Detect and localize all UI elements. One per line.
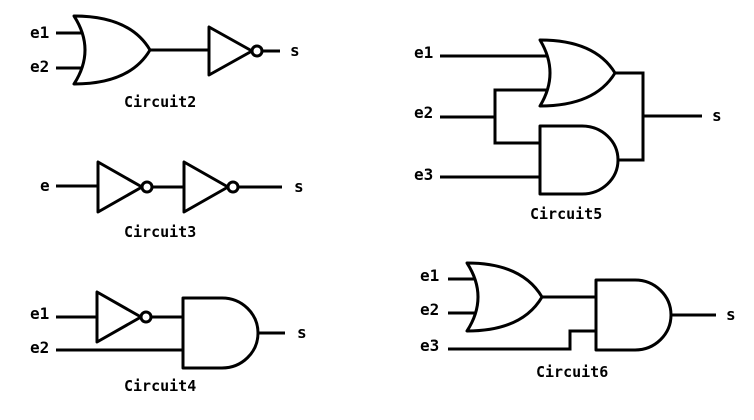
circuit3-not-bubble-1 xyxy=(140,180,154,194)
circuit5-output-label: s xyxy=(712,106,722,125)
circuit2-not-bubble xyxy=(250,44,264,58)
circuit6-wire-e3 xyxy=(448,329,596,351)
circuit3-not-bubble-2 xyxy=(226,180,240,194)
circuit6-input-e2-label: e2 xyxy=(420,300,439,319)
circuit5-wire-merge xyxy=(615,71,645,162)
circuit4-not-gate xyxy=(95,290,143,344)
circuit3-caption: Circuit3 xyxy=(124,223,196,241)
circuit5-or-gate xyxy=(538,38,617,108)
circuit6-and-gate xyxy=(594,278,673,352)
circuit6-input-e1-label: e1 xyxy=(420,266,439,285)
circuit2-input-e2-label: e2 xyxy=(30,57,49,76)
circuit2-not-gate xyxy=(207,25,254,77)
circuit4-output-label: s xyxy=(297,323,307,342)
circuit5-input-e2-label: e2 xyxy=(414,103,433,122)
circuit5-input-e3-label: e3 xyxy=(414,165,433,184)
circuit4-input-e2-label: e2 xyxy=(30,338,49,357)
circuit4-input-e1-label: e1 xyxy=(30,304,49,323)
circuit2-input-e1-label: e1 xyxy=(30,23,49,42)
circuit6-input-e3-label: e3 xyxy=(420,336,439,355)
circuit2-or-gate xyxy=(72,14,152,86)
circuit6-caption: Circuit6 xyxy=(536,363,608,381)
circuit6-output-label: s xyxy=(726,305,736,324)
circuit5: e1 e2 e3 s Circuit5 xyxy=(414,38,722,223)
circuit5-caption: Circuit5 xyxy=(530,205,602,223)
circuit5-and-gate xyxy=(538,124,620,196)
circuit3-not-gate-1 xyxy=(96,160,144,214)
circuit4: e1 e2 s Circuit4 xyxy=(30,290,307,395)
circuit6: e1 e2 e3 s Circuit6 xyxy=(420,261,736,381)
circuit2-caption: Circuit2 xyxy=(124,93,196,111)
circuit4-not-bubble xyxy=(139,310,153,324)
circuit3: e s Circuit3 xyxy=(40,160,304,241)
circuit3-not-gate-2 xyxy=(182,160,230,214)
circuit6-or-gate xyxy=(465,261,544,333)
circuit2-output-label: s xyxy=(290,41,300,60)
circuit2: e1 e2 s Circuit2 xyxy=(30,14,300,111)
circuit3-output-label: s xyxy=(294,177,304,196)
circuit3-input-e-label: e xyxy=(40,176,50,195)
circuit4-and-gate xyxy=(181,296,260,370)
circuit5-wire-e2-branch xyxy=(493,88,548,145)
circuit5-input-e1-label: e1 xyxy=(414,43,433,62)
circuit4-caption: Circuit4 xyxy=(124,377,196,395)
